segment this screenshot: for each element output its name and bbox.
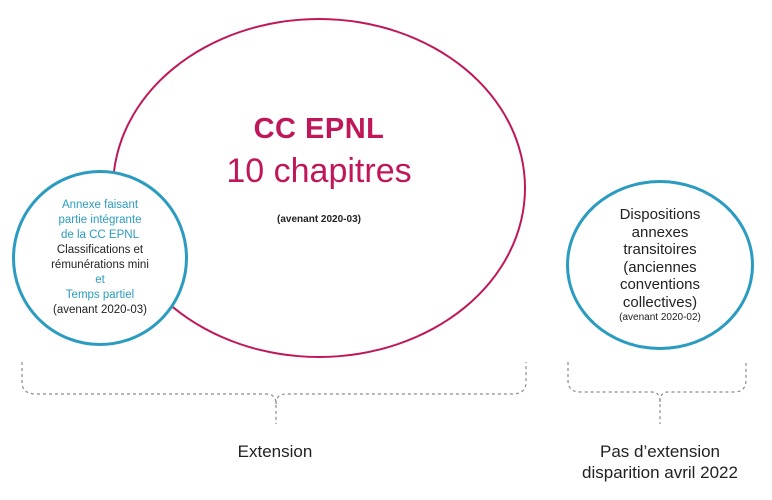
transitional-line: annexes: [631, 223, 689, 241]
annex-note: (avenant 2020-03): [53, 304, 147, 316]
extension-brace: [21, 362, 527, 424]
transitional-circle: Dispositions annexes transitoires (ancie…: [566, 180, 754, 350]
transitional-line: collectives): [622, 293, 698, 311]
annex-line: Classifications et: [56, 244, 144, 256]
no-extension-label: Pas d’extension disparition avril 2022: [555, 441, 765, 483]
annex-line: de la CC EPNL: [61, 229, 139, 241]
transitional-note: (avenant 2020-02): [619, 312, 701, 323]
no-extension-brace: [567, 362, 747, 424]
main-circle-title: CC EPNL: [253, 113, 385, 145]
transitional-line: conventions: [619, 276, 701, 293]
no-extension-line: disparition avril 2022: [582, 463, 738, 482]
transitional-line: (anciennes: [623, 258, 697, 276]
main-circle-subtitle: 10 chapitres: [226, 152, 412, 190]
extension-label: Extension: [175, 441, 375, 462]
annex-circle: Annexe faisant partie intégrante de la C…: [12, 170, 188, 346]
annex-line: rémunérations mini: [51, 259, 149, 271]
main-circle-note: (avenant 2020-03): [277, 214, 361, 225]
annex-line: Annexe faisant: [61, 199, 139, 211]
annex-line: et: [95, 274, 105, 286]
transitional-line: transitoires: [623, 241, 697, 258]
extension-label-text: Extension: [237, 442, 313, 461]
annex-line: partie intégrante: [58, 214, 142, 226]
no-extension-line: Pas d’extension: [599, 442, 721, 461]
transitional-line: Dispositions: [619, 206, 701, 223]
annex-line: Temps partiel: [65, 289, 135, 301]
